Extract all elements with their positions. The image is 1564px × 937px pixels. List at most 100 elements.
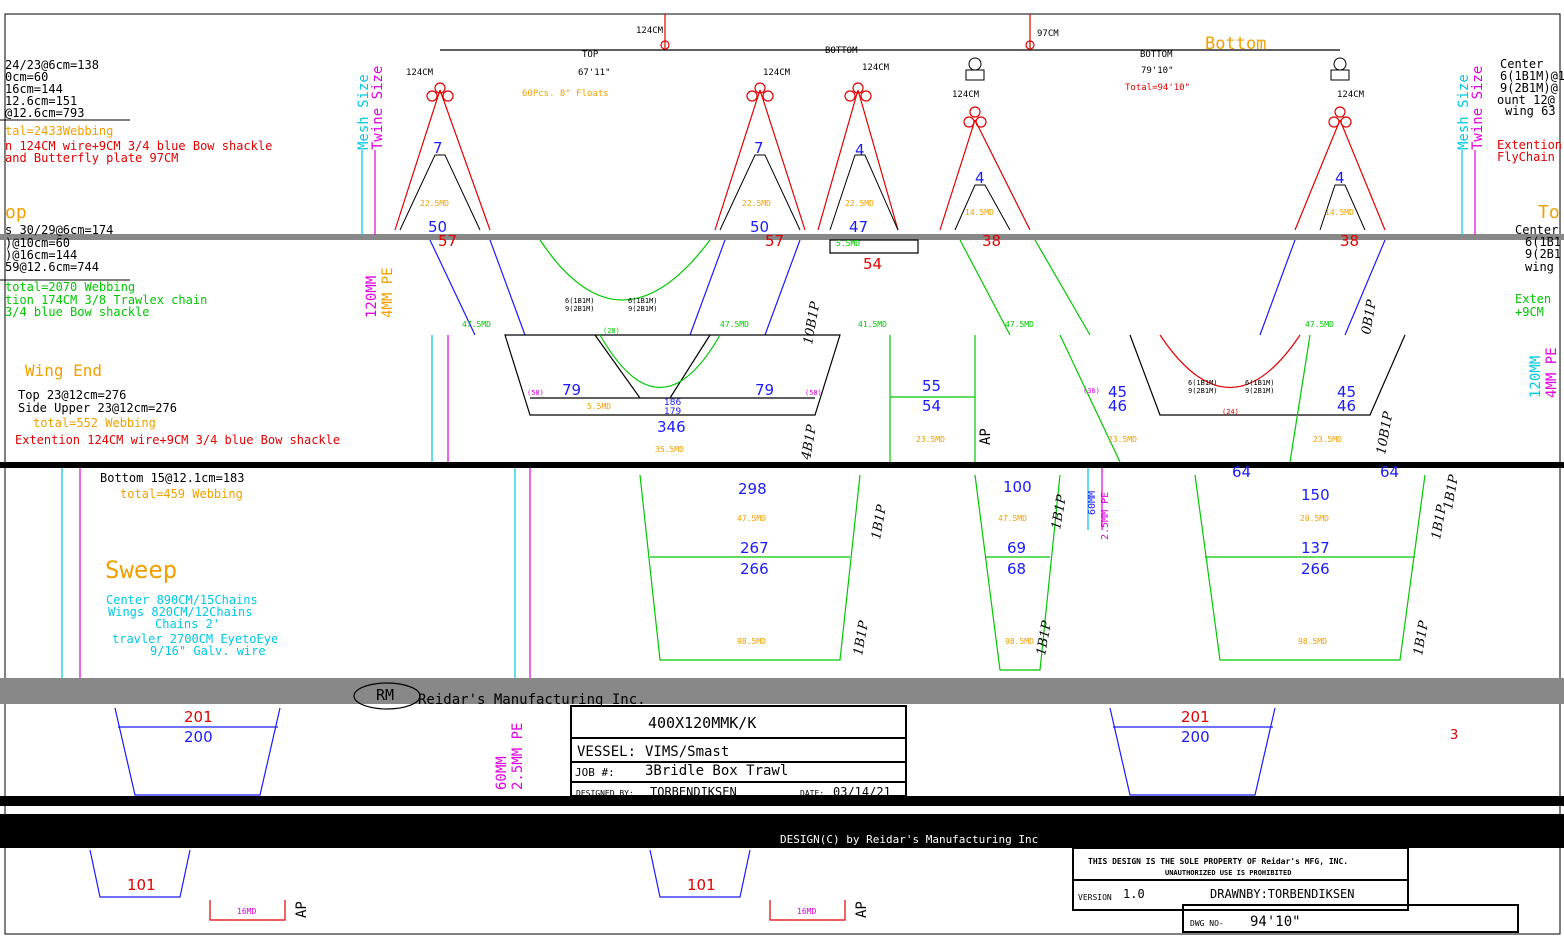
note-line: Top 23@12cm=276: [18, 388, 126, 402]
note-extension: and Butterfly plate 97CM: [5, 151, 178, 165]
mesh-60-label: 60MM: [1087, 491, 1098, 515]
dwg-number: 94'10": [1250, 914, 1301, 930]
panel-number: 3: [1450, 728, 1458, 743]
body-panels: [89, 239, 1426, 921]
panel-number: 54: [922, 397, 941, 415]
panel-number: 200: [184, 728, 213, 746]
note-line: Center: [1515, 223, 1558, 237]
bottom-label: BOTTOM: [825, 46, 858, 56]
note-extension: tion 174CM 3/8 Trawlex chain: [5, 293, 207, 307]
twine-size-label: Twine Size: [370, 66, 386, 150]
sweep-line: Chains 2': [155, 617, 220, 631]
mesh-label: 14.5MD: [1325, 208, 1354, 217]
panel-number: 45: [1108, 383, 1127, 401]
cut-label: (24): [1222, 408, 1239, 416]
mesh-label: 16MD: [797, 907, 816, 916]
note-line: @12.6cm=793: [5, 106, 84, 120]
note-extension: 3/4 blue Bow shackle: [5, 305, 150, 319]
twine-25mm-label: 2.5MM PE: [1100, 492, 1111, 540]
bridle-length-label: 124CM: [862, 63, 890, 73]
cut-label: 9(2B1M): [628, 305, 658, 313]
panel-number: 46: [1108, 397, 1127, 415]
cut-label: 1B1P: [1441, 474, 1462, 511]
bottom-total: Total=94'10": [1125, 83, 1190, 93]
section-band: [0, 678, 1564, 704]
version-value: 1.0: [1123, 887, 1145, 901]
bottom-heading: Bottom: [1205, 34, 1266, 54]
panel-number: 179: [664, 407, 681, 417]
note-line: 0cm=60: [5, 70, 48, 84]
mesh-size-label: Mesh Size: [356, 74, 372, 150]
drawing-frame: [4, 13, 1561, 935]
panel-number: 64: [1380, 463, 1399, 481]
company-name: Reidar's Manufacturing Inc.: [418, 692, 646, 708]
panel-number: 57: [765, 232, 784, 250]
mesh-label: 35.5MD: [655, 445, 684, 454]
note-extension: FlyChain: [1497, 150, 1555, 164]
note-total: total=552 Webbing: [33, 416, 156, 430]
rm-logo-icon: [353, 682, 421, 710]
note-extension: Exten: [1515, 292, 1551, 306]
ap-label: AP: [978, 428, 994, 445]
panel-number: 201: [1181, 708, 1210, 726]
note-line: 24/23@6cm=138: [5, 58, 99, 72]
twine-4mm-label: 4MM PE: [380, 267, 396, 318]
butterfly-plate-icon: [965, 57, 1350, 81]
gauge-lines: [61, 150, 1476, 678]
note-line: 9(2B1M)@: [1500, 81, 1558, 95]
mesh-label: 47.5MD: [1305, 320, 1334, 329]
panel-number: 69: [1007, 539, 1026, 557]
note-total: total=459 Webbing: [120, 487, 243, 501]
sweep-line: travler 2700CM EyetoEye: [112, 632, 278, 646]
note-line: 9(2B1: [1525, 247, 1561, 261]
date-value: 03/14/21: [833, 785, 891, 799]
mesh-label: 23.5MD: [1313, 435, 1342, 444]
panel-number: 201: [184, 708, 213, 726]
panel-number: 137: [1301, 539, 1330, 557]
sweep-line: Wings 820CM/12Chains: [108, 605, 253, 619]
note-line: 12.6cm=151: [5, 94, 77, 108]
note-line: Bottom 15@12.1cm=183: [100, 471, 245, 485]
company-logo: RM: [376, 686, 394, 704]
job-value: 3Bridle Box Trawl: [645, 763, 788, 779]
note-extension: n 124CM wire+9CM 3/4 blue Bow shackle: [5, 139, 272, 153]
panel-number: 100: [1003, 478, 1032, 496]
cut-label: 1B1P: [1049, 494, 1070, 531]
ap-label: AP: [854, 901, 870, 918]
mesh-label: 23.5MD: [1108, 435, 1137, 444]
cut-label: (36): [1083, 387, 1100, 395]
note-extension: Extention 124CM wire+9CM 3/4 blue Bow sh…: [15, 433, 340, 447]
cut-label: (58): [527, 389, 544, 397]
copyright-notice: DESIGN(C) by Reidar's Manufacturing Inc: [780, 833, 1038, 846]
mesh-label: 5.5MD: [836, 239, 860, 248]
vessel-value: VIMS/Smast: [645, 744, 729, 760]
mesh-label: 47.5MD: [462, 320, 491, 329]
cut-label: 1B1P: [1429, 504, 1450, 541]
mesh-label: 23.5MD: [916, 435, 945, 444]
designer-label: DESIGNED BY:: [576, 789, 634, 798]
note-line: 16cm=144: [5, 82, 63, 96]
version-label: VERSION: [1078, 893, 1112, 902]
cut-label: 6(1B1M): [1188, 379, 1218, 387]
ap-label: AP: [294, 901, 310, 918]
cut-label: 6(1B1M): [1245, 379, 1275, 387]
note-line: )@16cm=144: [5, 248, 77, 262]
cut-label: 10B1P: [1374, 410, 1396, 455]
cut-label: 1B1P: [869, 504, 890, 541]
note-heading: To: [1538, 202, 1560, 223]
note-line: wing 63: [1505, 104, 1556, 118]
vessel-label: VESSEL:: [577, 744, 636, 760]
panel-number: 64: [1232, 463, 1251, 481]
note-line: wing: [1525, 260, 1554, 274]
dwg-label: DWG NO-: [1190, 919, 1224, 928]
panel-number: 38: [982, 232, 1001, 250]
job-label: JOB #:: [575, 766, 615, 779]
cut-label: 1B1P: [851, 620, 872, 657]
mesh-label: 22.5MD: [420, 199, 449, 208]
note-line: 59@12.6cm=744: [5, 260, 99, 274]
date-label: DATE:: [800, 789, 824, 798]
note-extension: +9CM: [1515, 305, 1544, 319]
panel-number: 346: [657, 418, 686, 436]
sweep-line: 9/16" Galv. wire: [150, 644, 266, 658]
